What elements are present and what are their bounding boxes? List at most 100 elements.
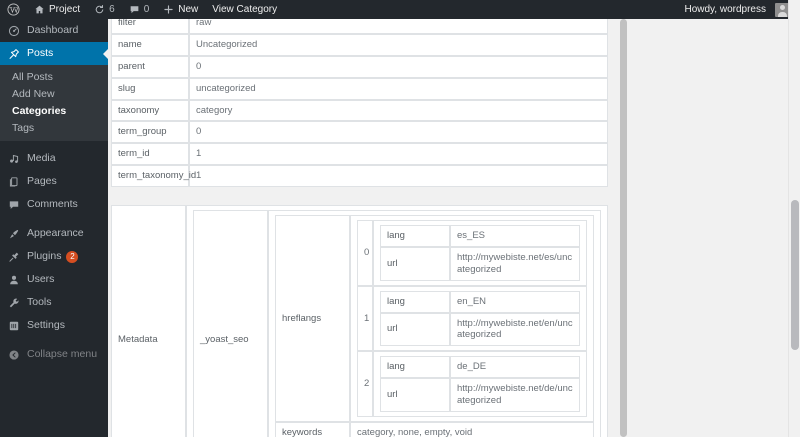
admin-sidebar: Dashboard Posts All Posts Add New Catego…: [0, 19, 109, 437]
debug-table-scroll-pane[interactable]: filter raw name Uncategorized parent 0 s…: [108, 19, 623, 437]
wordpress-logo-button[interactable]: [0, 0, 27, 19]
yoast-group-table: _yoast_seo hreflangs: [193, 210, 601, 437]
comments-count: 0: [143, 4, 150, 15]
table-row: Metadata _yoast_seo: [111, 205, 608, 437]
term-value-cell: uncategorized: [189, 77, 608, 100]
hreflang-index-cell: 0: [357, 220, 373, 286]
term-key-cell: filter: [111, 19, 189, 34]
table-row: parent 0: [111, 55, 608, 78]
table-scrollbar[interactable]: [619, 19, 628, 437]
sidebar-item-label: Collapse menu: [27, 348, 98, 361]
sidebar-item-posts[interactable]: Posts: [0, 42, 109, 65]
site-name-label: Project: [49, 4, 81, 15]
hreflang-item-table: lang de_DE url: [380, 356, 580, 412]
submenu-item-label: Add New: [12, 87, 55, 100]
table-row: _yoast_seo hreflangs: [193, 210, 601, 437]
plugins-icon: [8, 251, 23, 263]
table-row: hreflangs 0: [275, 215, 594, 422]
page-scrollbar[interactable]: [788, 0, 800, 437]
site-name-menu[interactable]: Project: [27, 0, 87, 19]
term-value-cell: 1: [189, 165, 608, 187]
url-key-cell: url: [380, 378, 450, 412]
hreflangs-nest-cell: 0: [350, 215, 594, 422]
hreflang-index-cell: 2: [357, 351, 373, 417]
comments-button[interactable]: 0: [122, 0, 157, 19]
sidebar-item-tools[interactable]: Tools: [0, 291, 108, 314]
hreflangs-table: 0: [357, 220, 587, 417]
home-icon: [34, 4, 45, 15]
sidebar-item-label: Comments: [27, 198, 78, 211]
submenu-item-all-posts[interactable]: All Posts: [0, 68, 108, 85]
table-row: lang es_ES: [380, 225, 580, 247]
hreflangs-key-cell: hreflangs: [275, 215, 350, 422]
user-avatar-icon: [775, 2, 789, 17]
comments-icon: [129, 4, 140, 15]
page-scrollbar-thumb[interactable]: [791, 200, 799, 350]
sidebar-item-collapse-menu[interactable]: Collapse menu: [0, 343, 108, 366]
sidebar-item-label: Appearance: [27, 227, 84, 240]
lang-value-cell: de_DE: [450, 356, 580, 379]
sidebar-item-plugins[interactable]: Plugins 2: [0, 245, 108, 268]
term-key-cell: taxonomy: [111, 99, 189, 122]
submenu-item-add-new[interactable]: Add New: [0, 85, 108, 102]
hreflang-item-body: lang es_ES url: [380, 225, 580, 281]
term-value-cell: 0: [189, 121, 608, 144]
metadata-label-cell: Metadata: [111, 205, 186, 437]
yoast-fields-table: hreflangs 0: [275, 215, 594, 437]
table-row: term_taxonomy_id 1: [111, 165, 608, 187]
view-category-label: View Category: [212, 4, 278, 15]
submenu-item-categories[interactable]: Categories: [0, 102, 108, 119]
sidebar-item-pages[interactable]: Pages: [0, 170, 108, 193]
term-key-cell: term_id: [111, 143, 189, 166]
tools-icon: [8, 297, 23, 309]
table-row: slug uncategorized: [111, 77, 608, 100]
hreflang-item-table: lang en_EN url: [380, 290, 580, 347]
term-value-cell: Uncategorized: [189, 33, 608, 56]
url-value-cell: http://mywebiste.net/en/uncategorized: [450, 312, 580, 347]
updates-button[interactable]: 6: [87, 0, 122, 19]
sidebar-item-media[interactable]: Media: [0, 147, 108, 170]
sidebar-item-label: Plugins: [27, 250, 62, 263]
table-row: 1: [357, 285, 587, 352]
sidebar-item-appearance[interactable]: Appearance: [0, 222, 108, 245]
hreflang-item-body: lang en_EN url: [380, 290, 580, 347]
sidebar-item-users[interactable]: Users: [0, 268, 108, 291]
sidebar-item-label: Dashboard: [27, 24, 79, 37]
term-value-cell: 0: [189, 55, 608, 78]
lang-value-cell: es_ES: [450, 225, 580, 247]
term-key-cell: parent: [111, 55, 189, 78]
users-icon: [8, 274, 23, 286]
new-content-button[interactable]: New: [156, 0, 205, 19]
wordpress-logo-icon: [7, 3, 20, 16]
howdy-label: Howdy, wordpress: [684, 4, 766, 15]
table-row: 2: [357, 351, 587, 417]
term-key-cell: slug: [111, 77, 189, 100]
term-key-cell: name: [111, 33, 189, 56]
metadata-nest-cell: _yoast_seo hreflangs: [186, 205, 608, 437]
submenu-item-tags[interactable]: Tags: [0, 119, 108, 136]
sidebar-item-label: Media: [27, 152, 56, 165]
dashboard-icon: [8, 25, 23, 37]
metadata-table: Metadata _yoast_seo: [111, 205, 608, 437]
updates-icon: [94, 4, 105, 15]
view-category-link[interactable]: View Category: [205, 0, 284, 19]
lang-key-cell: lang: [380, 225, 450, 247]
table-scrollbar-thumb[interactable]: [620, 19, 627, 437]
sidebar-item-comments[interactable]: Comments: [0, 193, 108, 216]
brush-icon: [8, 228, 23, 240]
sidebar-item-settings[interactable]: Settings: [0, 314, 108, 337]
lang-key-cell: lang: [380, 290, 450, 313]
submenu-item-label: Categories: [12, 104, 67, 117]
table-row: lang de_DE: [380, 356, 580, 379]
settings-icon: [8, 320, 23, 332]
url-key-cell: url: [380, 312, 450, 347]
account-menu[interactable]: Howdy, wordpress: [677, 0, 800, 19]
url-value-cell: http://mywebiste.net/de/uncategorized: [450, 378, 580, 412]
debug-table-container: filter raw name Uncategorized parent 0 s…: [108, 19, 623, 437]
lang-key-cell: lang: [380, 356, 450, 379]
term-value-cell: category: [189, 99, 608, 122]
table-row: lang en_EN: [380, 290, 580, 313]
sidebar-item-label: Users: [27, 273, 55, 286]
term-properties-body: filter raw name Uncategorized parent 0 s…: [111, 19, 608, 187]
sidebar-item-dashboard[interactable]: Dashboard: [0, 19, 108, 42]
